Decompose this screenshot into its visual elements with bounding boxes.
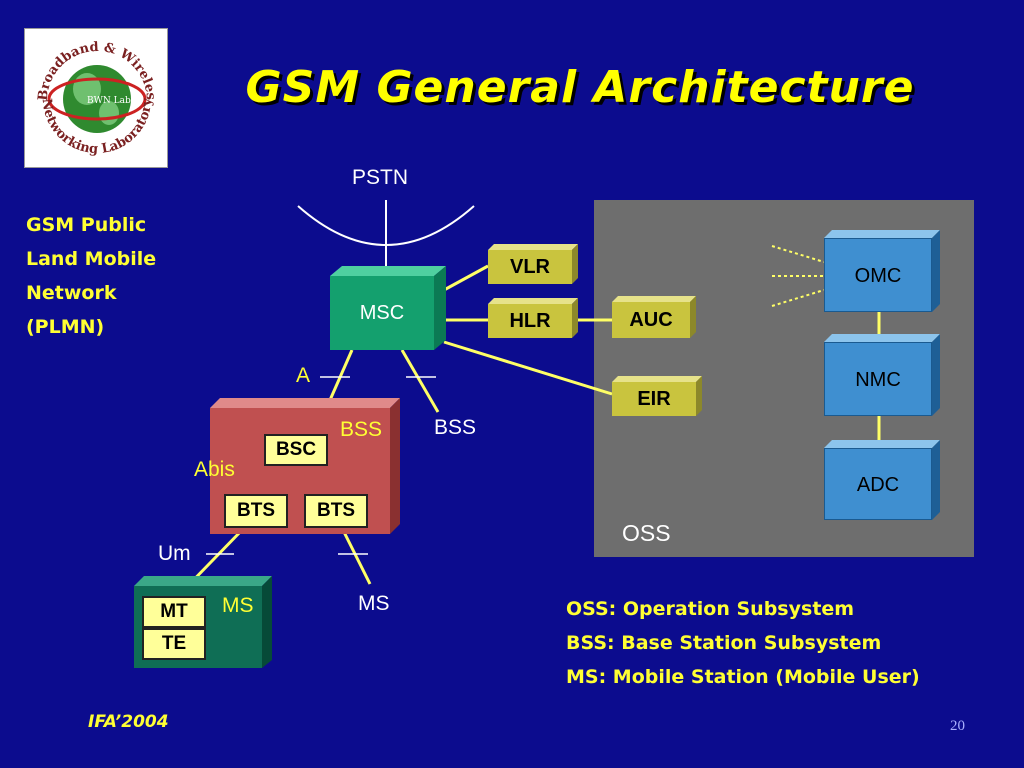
legend-ms: MS: Mobile Station (Mobile User) bbox=[566, 666, 920, 688]
auc-box: AUC bbox=[612, 302, 690, 338]
hlr-box: HLR bbox=[488, 304, 572, 338]
um-interface-label: Um bbox=[158, 542, 191, 565]
auc-box-side bbox=[690, 296, 696, 338]
footer-text: IFA’2004 bbox=[88, 712, 169, 732]
legend-oss: OSS: Operation Subsystem bbox=[566, 598, 855, 620]
abis-interface-label: Abis bbox=[194, 458, 235, 481]
a-interface-label: A bbox=[296, 364, 311, 387]
nmc-box-top bbox=[824, 334, 940, 342]
bss-inner-label: BSS bbox=[340, 418, 383, 441]
plmn-label-line-4: (PLMN) bbox=[26, 316, 105, 338]
orbit-ring bbox=[47, 77, 147, 121]
adc-box-side bbox=[932, 440, 940, 520]
ms-box-top bbox=[134, 576, 272, 586]
bsc-box: BSC bbox=[264, 434, 328, 466]
ms-box-side bbox=[262, 576, 272, 668]
eir-box: EIR bbox=[612, 382, 696, 416]
auc-box-top bbox=[612, 296, 696, 302]
pstn-label: PSTN bbox=[352, 166, 409, 189]
msc-label: MSC bbox=[359, 302, 405, 324]
logo-center-text: BWN Lab bbox=[87, 96, 131, 106]
ms-inner-label: MS bbox=[222, 594, 254, 617]
adc-box-top bbox=[824, 440, 940, 448]
page-number: 20 bbox=[950, 718, 965, 734]
mt-box: MT bbox=[142, 596, 206, 628]
lab-logo: Broadband & Wireless Networking Laborato… bbox=[21, 18, 168, 168]
vlr-box: VLR bbox=[488, 250, 572, 284]
ms-outer-label: MS bbox=[358, 592, 390, 615]
vlr-box-top bbox=[488, 244, 578, 250]
eir-box-top bbox=[612, 376, 702, 382]
msc-bss-link bbox=[400, 349, 440, 413]
adc-box: ADC bbox=[824, 448, 932, 520]
omc-box-top bbox=[824, 230, 940, 238]
msc-box-face bbox=[330, 276, 434, 350]
eir-box-side bbox=[696, 376, 702, 416]
te-box: TE bbox=[142, 628, 206, 660]
bts-box-2: BTS bbox=[304, 494, 368, 528]
legend-bss: BSS: Base Station Subsystem bbox=[566, 632, 882, 654]
plmn-label-line-1: GSM Public bbox=[26, 214, 147, 236]
bss-box-side bbox=[390, 398, 400, 534]
bts-box-1: BTS bbox=[224, 494, 288, 528]
nmc-box-side bbox=[932, 334, 940, 416]
omc-box-side bbox=[932, 230, 940, 312]
msc-eir-link bbox=[443, 340, 613, 396]
msc-vlr-link bbox=[443, 264, 489, 292]
msc-box-side bbox=[434, 266, 446, 350]
bss-box-top bbox=[210, 398, 400, 408]
oss-label: OSS bbox=[622, 520, 671, 546]
lab-logo-graphic: Broadband & Wireless Networking Laborato… bbox=[21, 18, 158, 157]
slide-title: GSM General Architecture bbox=[245, 62, 915, 113]
omc-box: OMC bbox=[824, 238, 932, 312]
msc-box-top bbox=[330, 266, 446, 276]
hlr-box-top bbox=[488, 298, 578, 304]
plmn-label-line-2: Land Mobile bbox=[26, 248, 157, 270]
plmn-label-line-3: Network bbox=[26, 282, 117, 304]
bts-ms-link bbox=[340, 527, 372, 585]
bss-outer-label: BSS bbox=[434, 416, 477, 439]
hlr-box-side bbox=[572, 298, 578, 338]
vlr-box-side bbox=[572, 244, 578, 284]
nmc-box: NMC bbox=[824, 342, 932, 416]
